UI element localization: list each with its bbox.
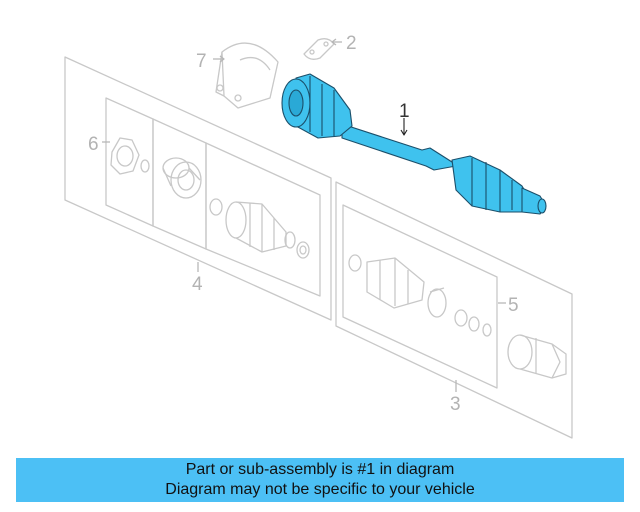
callout-3: 3	[450, 394, 461, 415]
outer-cv-joint-3	[507, 334, 567, 379]
callout-1: 1	[399, 101, 410, 122]
assembly-panel-3	[335, 181, 573, 439]
axle-assembly-highlight	[281, 73, 547, 215]
banner-line-1: Part or sub-assembly is #1 in diagram	[185, 461, 455, 478]
cv-joint-boot-4	[209, 198, 310, 259]
clamp-part-2	[303, 38, 335, 60]
parts-diagram: 1 2 3 4 5 6 7	[64, 33, 573, 439]
callout-2: 2	[346, 33, 357, 54]
flange-part-6	[110, 137, 150, 175]
boot-part-3	[348, 254, 492, 337]
banner-line-2: Diagram may not be specific to your vehi…	[165, 481, 475, 498]
heat-shield-part-7	[215, 42, 279, 109]
callout-5: 5	[508, 295, 519, 316]
callout-leaders	[102, 38, 506, 392]
callout-4: 4	[192, 274, 203, 295]
info-banner: Part or sub-assembly is #1 in diagram Di…	[16, 458, 624, 502]
callout-6: 6	[88, 134, 99, 155]
hub-part	[162, 157, 202, 199]
assembly-panel-4	[64, 56, 332, 321]
callout-7: 7	[196, 51, 207, 72]
